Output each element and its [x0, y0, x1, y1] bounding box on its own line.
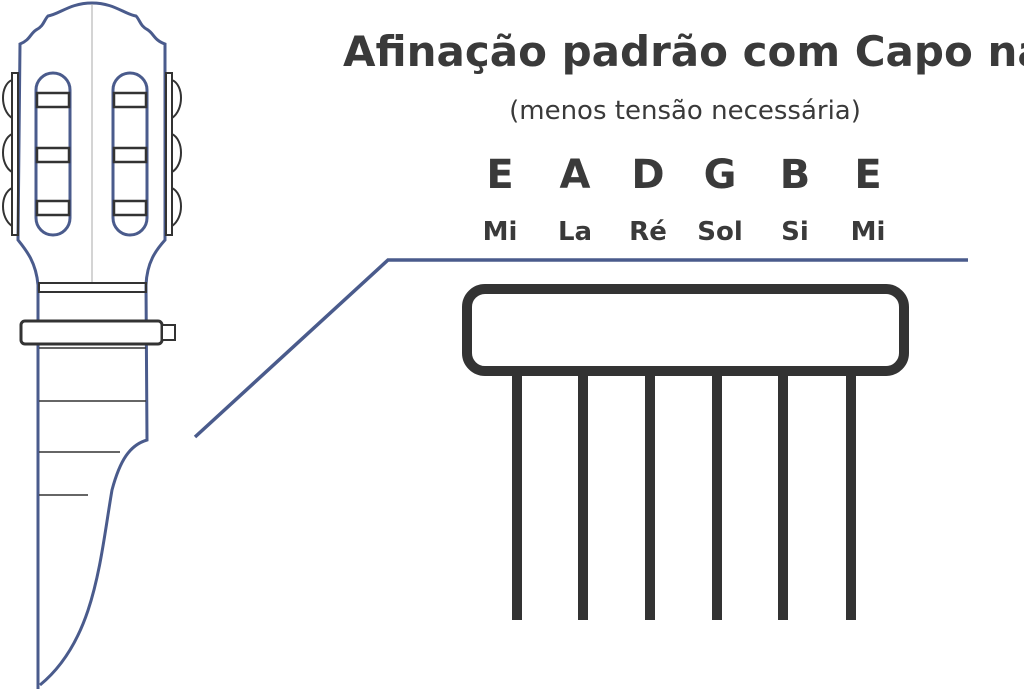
headstock-outline — [16, 1, 167, 689]
zoom-callout-line — [193, 258, 968, 439]
string-notes: E A D G B E Mi La Ré Sol Si Mi — [483, 152, 886, 247]
name-3: Ré — [629, 217, 667, 247]
capo-closeup — [462, 284, 909, 620]
note-6: E — [854, 152, 881, 198]
name-6: Mi — [851, 217, 886, 247]
tuner-slot-right — [111, 71, 149, 237]
subtitle: (menos tensão necessária) — [509, 96, 861, 126]
title: Afinação padrão com Capo na casa 1 — [343, 27, 1024, 76]
note-3: D — [631, 152, 664, 198]
tuner-rollers — [35, 91, 148, 217]
note-2: A — [560, 152, 591, 198]
name-5: Si — [781, 217, 809, 247]
nut — [38, 282, 147, 293]
name-2: La — [558, 217, 592, 247]
tuner-slot-left — [34, 71, 72, 237]
frets — [39, 347, 146, 496]
name-1: Mi — [483, 217, 518, 247]
note-4: G — [704, 152, 737, 198]
capo-bar — [462, 284, 909, 376]
tuner-pegs — [2, 72, 182, 236]
note-1: E — [486, 152, 513, 198]
strings — [512, 372, 856, 620]
name-4: Sol — [697, 217, 743, 247]
capo-knob — [161, 324, 176, 341]
note-5: B — [780, 152, 811, 198]
guitar-headstock — [2, 1, 182, 689]
capo-small — [19, 319, 164, 346]
